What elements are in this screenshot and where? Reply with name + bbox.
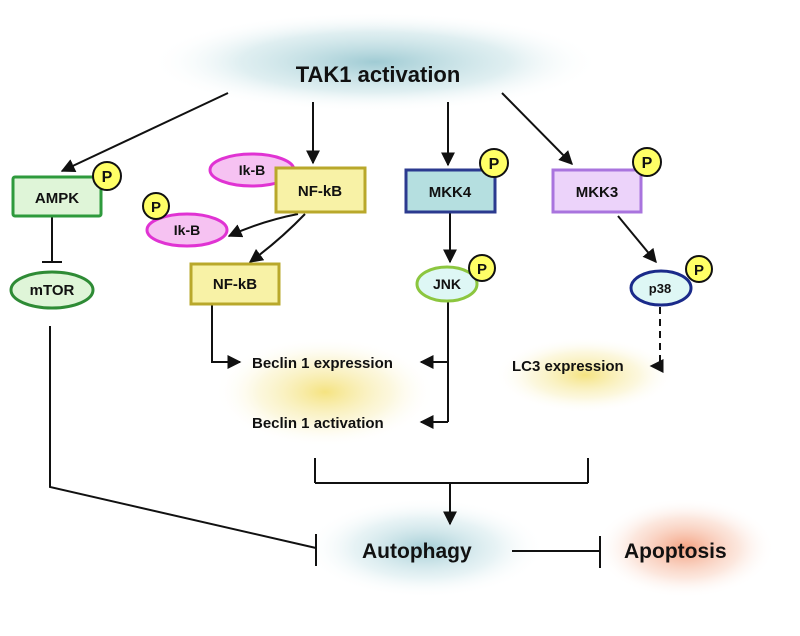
beclin-expression-label: Beclin 1 expression (252, 355, 393, 372)
phospho-badge-ikb (142, 192, 170, 220)
phospho-badge-mkk4 (479, 148, 509, 178)
p38-label: p38 (649, 281, 671, 296)
nfkb-top-node (274, 166, 367, 214)
jnk-label: JNK (433, 276, 461, 292)
top-glow (150, 12, 600, 112)
autophagy-inhibits-apoptosis (512, 536, 601, 568)
ikb-top-label: Ik-B (239, 162, 265, 178)
arrow-tak1-ampk (60, 92, 229, 172)
arrow-nfkb-beclin (211, 304, 242, 369)
phospho-label-ikb: P (151, 199, 161, 216)
p38-node (629, 269, 693, 307)
mkk4-label: MKK4 (429, 184, 472, 201)
lc3-glow (495, 337, 675, 413)
phospho-label-p38: P (694, 262, 704, 279)
nfkb-bottom-label: NF-kB (213, 276, 257, 293)
phospho-badge-mkk3 (632, 147, 662, 177)
autophagy-glow (305, 498, 545, 598)
mkk3-label: MKK3 (576, 184, 619, 201)
arrow-nfkb-nfkb (248, 213, 306, 263)
phospho-badge-jnk (468, 254, 496, 282)
mkk4-node (404, 168, 497, 214)
mtor-label: mTOR (30, 282, 75, 299)
apoptosis-glow (595, 498, 775, 598)
arrow-p38-lc3 (649, 307, 664, 373)
beclin-activation-label: Beclin 1 activation (252, 415, 384, 432)
mtor-inhibits-autophagy (49, 326, 317, 566)
phospho-label-mkk3: P (642, 155, 653, 172)
tak1-arrows (60, 92, 573, 172)
diagram-title: TAK1 activation (296, 62, 461, 87)
phospho-badge-p38 (685, 255, 713, 283)
phospho-label-jnk: P (477, 261, 487, 278)
beclin-glow (215, 337, 435, 447)
apoptosis-label: Apoptosis (624, 540, 727, 563)
ikb-phospho-label: Ik-B (174, 222, 200, 238)
arrow-tak1-mkk3 (501, 92, 573, 165)
jnk-node (415, 265, 479, 303)
jnk-arrows (419, 302, 449, 429)
ampk-inhibits-mtor (42, 216, 62, 263)
phospho-label-ampk: P (102, 169, 113, 186)
arrow-nfkb-ikb (227, 213, 299, 238)
phospho-badge-ampk (92, 161, 122, 191)
ampk-label: AMPK (35, 190, 79, 207)
arrow-mkk3-p38 (617, 215, 657, 264)
nfkb-bottom-node (189, 262, 281, 306)
phospho-label-mkk4: P (489, 156, 500, 173)
autophagy-bracket (314, 458, 589, 526)
mkk3-node (551, 168, 643, 214)
ampk-node (11, 175, 103, 218)
nfkb-arrows (227, 213, 306, 263)
mtor-node (9, 270, 95, 310)
autophagy-label: Autophagy (362, 540, 472, 563)
nfkb-top-label: NF-kB (298, 183, 342, 200)
lc3-expression-label: LC3 expression (512, 358, 624, 375)
ikb-phospho-node (145, 212, 229, 248)
